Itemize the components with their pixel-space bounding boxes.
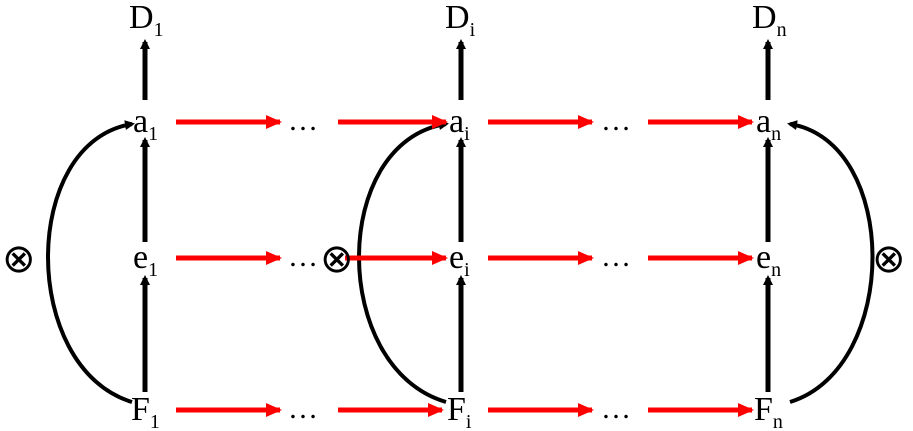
ellipsis-top-left: …: [288, 104, 318, 137]
otimes-left: ⊗: [2, 236, 36, 282]
curve-fn-to-an: [787, 120, 875, 404]
node-ai: ai: [449, 103, 470, 145]
otimes-middle: ⊗: [320, 236, 354, 282]
node-dn: Dn: [752, 0, 787, 41]
otimes-right: ⊗: [872, 236, 906, 282]
node-d1: D1: [129, 0, 164, 41]
node-fi: Fi: [447, 391, 472, 431]
node-a1: a1: [133, 103, 158, 145]
ellipsis-mid-right: …: [601, 240, 631, 273]
node-f1: F1: [131, 391, 160, 431]
node-e1: e1: [133, 239, 158, 281]
node-an: an: [756, 103, 781, 145]
curve-fi-to-ai: [357, 120, 449, 404]
node-di: Di: [445, 0, 476, 41]
ellipsis-mid-left: …: [288, 240, 318, 273]
ellipsis-top-right: …: [601, 104, 631, 137]
node-ei: ei: [449, 239, 470, 281]
ellipsis-bottom-left: …: [288, 392, 318, 425]
node-en: en: [756, 239, 781, 281]
node-fn: Fn: [754, 391, 783, 431]
ellipsis-bottom-right: …: [601, 392, 631, 425]
curve-f1-to-a1: [46, 120, 135, 404]
